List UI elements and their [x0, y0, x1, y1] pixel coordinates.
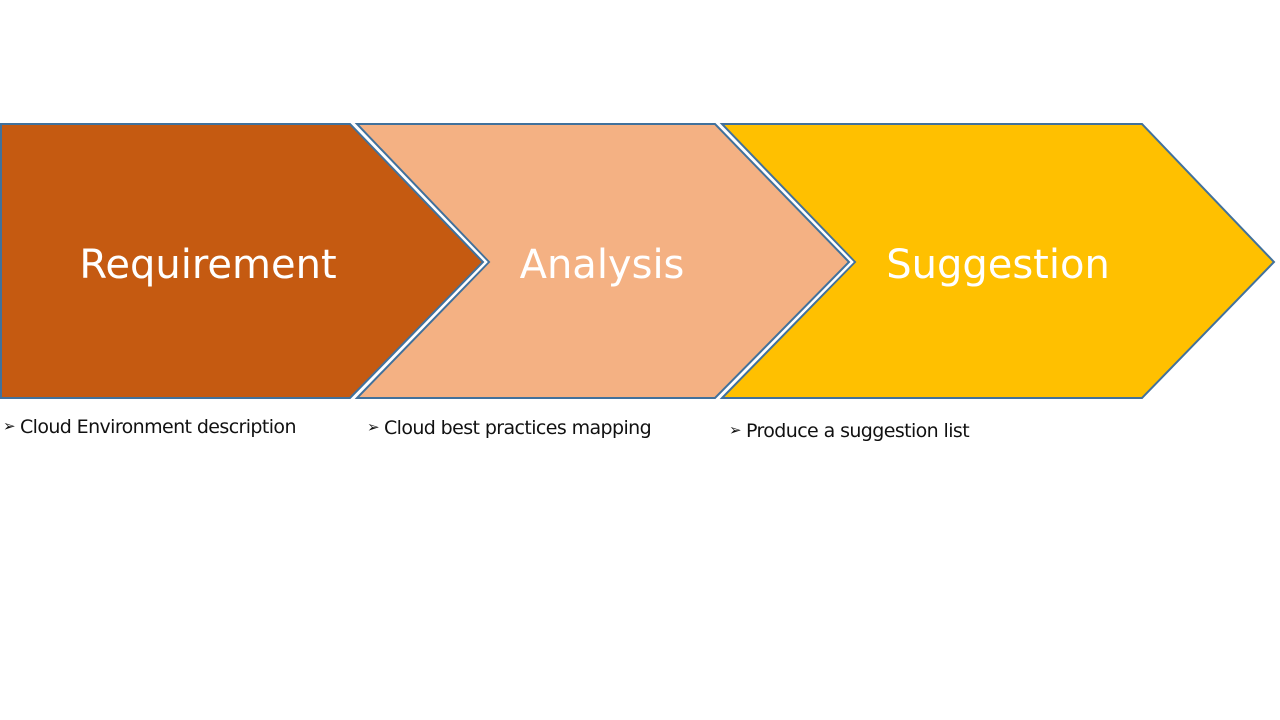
arrow-bullet-icon: ➢ [729, 421, 742, 439]
bullet-suggestion: ➢Produce a suggestion list [729, 420, 970, 442]
chevron-suggestion [719, 123, 1276, 399]
stage-label-requirement: Requirement [79, 242, 336, 288]
chevron-analysis-white-gap [350, 122, 488, 400]
bullet-analysis: ➢Cloud best practices mapping [367, 417, 652, 439]
bullet-requirement: ➢Cloud Environment description [3, 416, 296, 438]
stage-label-suggestion: Suggestion [886, 242, 1110, 288]
stage-label-analysis: Analysis [520, 242, 685, 288]
arrow-bullet-icon: ➢ [3, 417, 16, 435]
bullet-text: Produce a suggestion list [745, 420, 970, 442]
chevron-analysis [354, 123, 851, 399]
bullet-text: Cloud best practices mapping [383, 417, 652, 439]
bullet-text: Cloud Environment description [19, 416, 297, 438]
arrow-bullet-icon: ➢ [367, 418, 380, 436]
chevron-suggestion-white-gap [715, 122, 854, 400]
chevron-requirement [0, 123, 485, 399]
